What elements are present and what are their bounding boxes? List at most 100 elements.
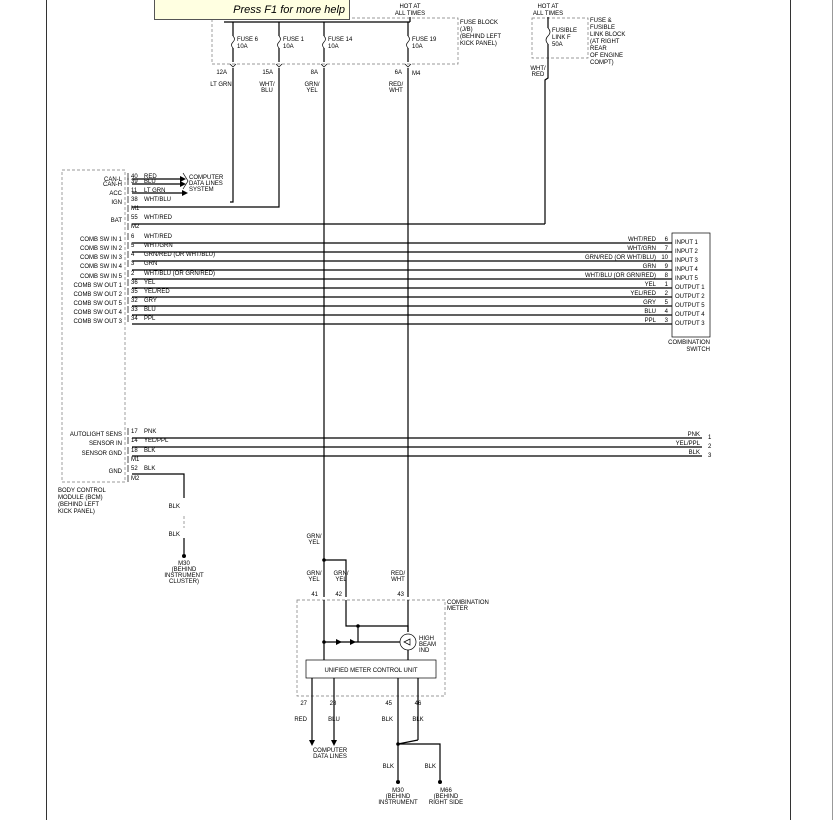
fusible-link-block-outline (531, 17, 589, 59)
comb-pin-label: OUTPUT 1 (675, 285, 705, 291)
fusible-link-f: FUSIBLE LINK F 50A (545, 17, 577, 48)
bcm-wire-color: GRN (144, 261, 157, 267)
svg-text:GRN/: GRN/ (307, 534, 322, 540)
svg-text:KICK PANEL): KICK PANEL) (460, 41, 497, 47)
svg-text:COMBINATION: COMBINATION (447, 600, 489, 606)
fusible-wire-color-1: WHT/ (530, 66, 546, 72)
bcm-pin-number: 52 (131, 466, 138, 472)
combination-switch-title: COMBINATION SWITCH (668, 340, 710, 353)
bcm-pin-label: COMB SW OUT 3 (73, 319, 122, 325)
comb-pin-number: 9 (665, 264, 669, 270)
bcm-pin-number: 14 (131, 438, 138, 444)
bcm-pin-number: 36 (131, 280, 138, 286)
bcm-wire-color: PNK (144, 429, 156, 435)
svg-text:COMBINATION: COMBINATION (668, 340, 710, 346)
svg-text:FUSE &: FUSE & (590, 18, 612, 24)
svg-text:(J/B): (J/B) (460, 27, 473, 33)
bcm-wire-color: WHT/GRN (144, 243, 173, 249)
fuse-wire-color: RED/ (389, 82, 404, 88)
bcm-pin-label: BAT (111, 218, 123, 224)
sensor-wire-color: PNK (688, 432, 700, 438)
comb-pin-number: 7 (665, 246, 669, 252)
fuse-rating: 10A (237, 44, 248, 50)
can-target-1: COMPUTER (189, 175, 224, 181)
bcm-wire-color: WHT/RED (144, 234, 173, 240)
bcm-pin-label: COMB SW IN 4 (80, 264, 123, 270)
svg-text:DATA LINES: DATA LINES (313, 754, 347, 760)
comb-pin-label: OUTPUT 4 (675, 312, 705, 318)
page-right-border (790, 0, 791, 820)
svg-text:LINK F: LINK F (552, 35, 571, 41)
bcm-wire-color: WHT/BLU (OR GRN/RED) (144, 271, 215, 277)
bcm-wire-color: BLU (144, 307, 156, 313)
bcm-pin-number: 3 (131, 261, 135, 267)
svg-text:CLUSTER): CLUSTER) (169, 579, 199, 585)
fuse-rating: 10A (412, 44, 423, 50)
bcm-pin-label: COMB SW OUT 1 (73, 283, 122, 289)
bcm-wire-color: BLK (144, 448, 155, 454)
bcm-pin-number: 39 (131, 179, 138, 185)
svg-text:42: 42 (335, 592, 342, 598)
bcm-pin-label: CAN-L (104, 177, 123, 183)
comb-pin-number: 4 (665, 309, 669, 315)
bcm-pin-label: COMB SW IN 1 (80, 237, 123, 243)
comb-wire-color: WHT/GRN (627, 246, 656, 252)
comb-wire-color: YEL (645, 282, 657, 288)
fuse-wire-color: BLU (261, 88, 273, 94)
bcm-pin-number: 38 (131, 197, 138, 203)
bcm-pin-label: COMB SW IN 3 (80, 255, 123, 261)
bcm-pin-label: COMB SW IN 5 (80, 274, 123, 280)
svg-text:YEL: YEL (308, 540, 320, 546)
window-scrollbar-edge[interactable] (832, 0, 833, 820)
svg-text:28: 28 (330, 701, 337, 707)
svg-text:BLK: BLK (412, 717, 423, 723)
svg-text:M66: M66 (440, 788, 452, 794)
combination-meter: GRN/ YEL GRN/ YEL GRN/ YEL RED/ WHT 41 4… (294, 534, 489, 806)
bcm-pin-number: M1 (131, 206, 140, 212)
svg-text:BODY CONTROL: BODY CONTROL (58, 488, 107, 494)
comb-wire-color: WHT/RED (628, 237, 657, 243)
bcm-wire-color: RED (144, 174, 157, 180)
bcm-wire-color: YEL/PPL (144, 438, 169, 444)
can-target-3: SYSTEM (189, 187, 214, 193)
bcm-pin-label: CAN-H (103, 182, 122, 188)
sensor-pin-number: 3 (708, 453, 712, 459)
svg-text:46: 46 (415, 701, 422, 707)
bcm-pin-number: 55 (131, 215, 138, 221)
comb-pin-label: INPUT 3 (675, 258, 699, 264)
fusible-link-block-label: FUSE & FUSIBLE LINK BLOCK (AT RIGHT REAR… (590, 18, 625, 66)
svg-text:M30: M30 (392, 788, 404, 794)
power-section: HOT AT ALL TIMES FUSE BLOCK (J/B) (BEHIN… (210, 4, 625, 224)
comb-wire-color: BLU (644, 309, 656, 315)
fuse-name: FUSE 1 (283, 37, 305, 43)
bcm-pin-label: COMB SW IN 2 (80, 246, 123, 252)
bcm-pin-label: SENSOR IN (89, 441, 122, 447)
bcm-pin-number: M2 (131, 224, 140, 230)
svg-text:FUSIBLE: FUSIBLE (590, 25, 615, 31)
fuse-block-label: FUSE BLOCK (J/B) (BEHIND LEFT KICK PANEL… (460, 20, 501, 47)
bcm-pin-label: COMB SW OUT 5 (73, 301, 122, 307)
fuse-wire-color: LT GRN (210, 82, 231, 88)
bcm-pin-number: M2 (131, 476, 140, 482)
bcm-pin-label: COMB SW OUT 4 (73, 310, 122, 316)
bcm-pin-number: M1 (131, 457, 140, 463)
comb-pin-number: 1 (665, 282, 669, 288)
comb-pin-label: INPUT 4 (675, 267, 699, 273)
